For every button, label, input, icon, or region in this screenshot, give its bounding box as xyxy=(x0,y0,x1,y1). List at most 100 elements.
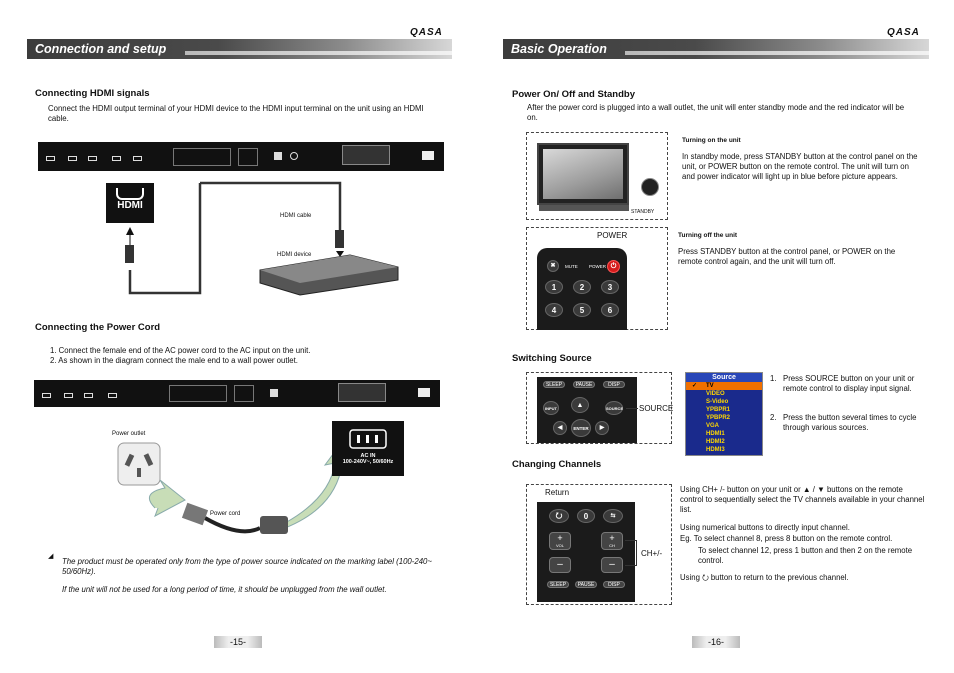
source-step-1: 1. Press SOURCE button on your unit or r… xyxy=(770,374,920,394)
source-item[interactable]: HDMI3 xyxy=(706,447,725,453)
source-callout: SOURCE xyxy=(639,404,674,413)
antenna-port xyxy=(290,152,298,160)
sleep-key: SLEEP xyxy=(543,381,565,388)
usb-port xyxy=(270,389,278,397)
standby-label: STANDBY xyxy=(631,209,655,215)
note-arrow-icon: ◢ xyxy=(48,553,54,560)
channel-heading: Changing Channels xyxy=(512,459,602,470)
return-icon: ⭮ xyxy=(549,509,569,523)
source-item-selected[interactable]: ✓ TV xyxy=(686,382,762,390)
source-menu: Source ✓ TV VIDEO S-Video YPBPR1 YPBPR2 … xyxy=(685,372,763,456)
banner-divider xyxy=(625,51,929,55)
source-item-label: TV xyxy=(706,383,714,389)
power-cord-line xyxy=(204,516,261,534)
source-item[interactable]: VGA xyxy=(706,423,720,429)
hdmi-heading: Connecting HDMI signals xyxy=(35,88,150,99)
component-group xyxy=(238,148,258,166)
number-key: 2 xyxy=(573,280,591,294)
section-banner: Basic Operation xyxy=(503,39,929,59)
enter-key: ENTER xyxy=(571,419,591,437)
port xyxy=(42,393,51,398)
ac-in-label: AC IN xyxy=(360,453,376,459)
port xyxy=(64,393,73,398)
power-callout: POWER xyxy=(597,231,628,240)
power-step: 1. Connect the female end of the AC powe… xyxy=(50,346,311,355)
remote-source-box: SLEEP PAUSE DISP INPUT SOURCE ▲ ◀ ENTER … xyxy=(526,372,674,444)
number-key: 1 xyxy=(545,280,563,294)
usb-port xyxy=(274,152,282,160)
port xyxy=(88,156,97,161)
ch-callout: CH+/- xyxy=(641,549,663,558)
turn-off-title: Turning off the unit xyxy=(678,232,738,239)
power-heading: Connecting the Power Cord xyxy=(35,322,161,333)
hdmi-plug xyxy=(335,230,344,248)
mute-icon: ✖ xyxy=(547,260,559,272)
source-item[interactable]: YPBPR1 xyxy=(706,407,731,413)
female-plug xyxy=(260,516,288,534)
channel-text-2: Using numerical buttons to directly inpu… xyxy=(680,523,850,532)
section-title: Connection and setup xyxy=(35,42,167,56)
check-icon: ✓ xyxy=(692,383,698,389)
note-1: The product must be operated only from t… xyxy=(62,557,432,576)
remote-power-box: POWER ✖ MUTE POWER ⏻ 1 2 3 4 5 6 xyxy=(526,227,668,330)
hdmi-port xyxy=(112,156,121,161)
arrow-up-icon: ▲ xyxy=(571,397,589,413)
power-steps: 1. Connect the female end of the AC powe… xyxy=(50,346,430,366)
note-2: If the unit will not be used for a long … xyxy=(62,585,387,594)
callout-bracket xyxy=(625,540,637,566)
hdmi-device-label: HDMI device xyxy=(277,252,312,258)
arrow-right-icon: ▶ xyxy=(595,421,609,435)
tv-back-panel xyxy=(38,142,444,171)
section-title: Basic Operation xyxy=(511,42,607,56)
ch-up-key: +CH xyxy=(601,532,623,550)
hdmi-cable-line xyxy=(128,235,202,295)
tv-stand xyxy=(539,205,629,211)
power-heading: Power On/ Off and Standby xyxy=(512,89,635,100)
port xyxy=(133,156,142,161)
number-key: 3 xyxy=(601,280,619,294)
arrow-up-icon xyxy=(126,227,134,235)
ac-in-rating: 100-240V~, 50/60Hz xyxy=(342,459,394,465)
source-menu-title: Source xyxy=(686,373,762,382)
arrow-icon xyxy=(148,479,186,518)
turn-on-title: Turning on the unit xyxy=(682,137,741,144)
hdmi-box xyxy=(106,183,154,223)
hdmi-cable-label: HDMI cable xyxy=(280,213,312,219)
remote-channel-box: Return ⭮ 0 ⇆ +VOL +CH – – SLEEP PAUSE DI… xyxy=(526,484,672,605)
channel-text-1: Using CH+ /- button on your unit or ▲ / … xyxy=(680,485,925,514)
vol-key-label: VOL xyxy=(555,543,564,548)
source-step-2-text: Press the button several times to cycle … xyxy=(783,413,917,432)
source-item[interactable]: S-Video xyxy=(706,399,729,405)
ch-down-key: – xyxy=(601,557,623,573)
power-cord-diagram xyxy=(117,421,404,534)
av-inputs-group xyxy=(173,148,231,166)
port xyxy=(46,156,55,161)
port xyxy=(108,393,117,398)
ac-socket xyxy=(422,151,434,160)
tv-illustration-box: STANDBY xyxy=(526,132,668,220)
component-group xyxy=(234,385,254,402)
source-item[interactable]: YPBPR2 xyxy=(706,415,731,421)
channel-text-4: To select channel 12, press 1 button and… xyxy=(698,546,913,565)
source-item[interactable]: HDMI1 xyxy=(706,431,725,437)
page-number: -15- xyxy=(214,636,262,648)
callout-line xyxy=(626,408,638,409)
input-key: INPUT xyxy=(543,401,559,415)
turn-off-text: Press STANDBY button at the control pane… xyxy=(678,247,896,266)
hdmi-plug xyxy=(125,245,134,263)
arrow-left-icon: ◀ xyxy=(553,421,567,435)
hdmi-connection-diagram xyxy=(106,181,399,296)
source-item[interactable]: VIDEO xyxy=(706,391,725,397)
number-key: 0 xyxy=(577,509,595,523)
channel-text-5: Using ⭮ button to return to the previous… xyxy=(680,573,849,582)
power-outlet-shape xyxy=(117,442,161,486)
source-item[interactable]: HDMI2 xyxy=(706,439,725,445)
disp-key: DISP xyxy=(603,581,625,588)
vol-up-key: +VOL xyxy=(549,532,571,550)
port xyxy=(84,393,93,398)
arrow-down-icon xyxy=(336,251,344,257)
page-number: -16- xyxy=(692,636,740,648)
hdmi-cable-line xyxy=(198,181,342,235)
number-key: 4 xyxy=(545,303,563,317)
port xyxy=(68,156,77,161)
